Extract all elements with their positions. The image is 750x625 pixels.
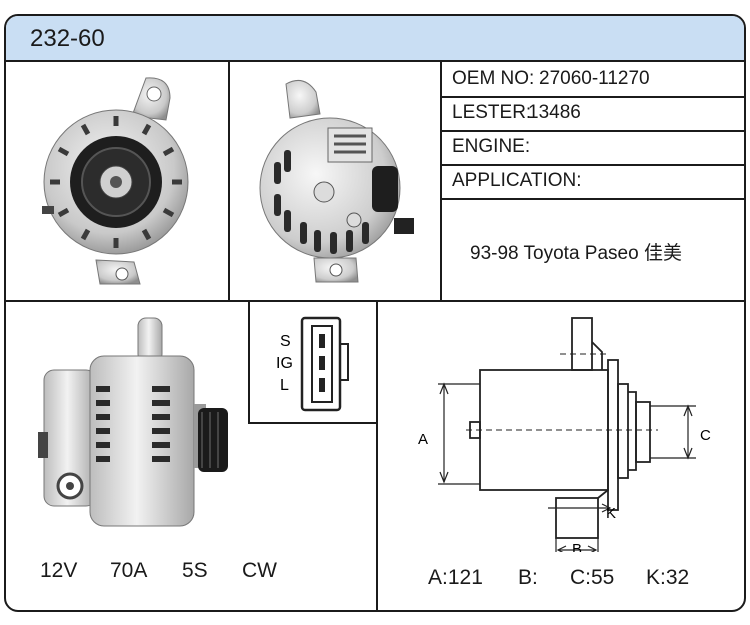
dimension-k: K:32 [646,566,690,589]
info-divider-3 [440,164,744,166]
info-divider-2 [440,130,744,132]
oem-label: OEM NO: [452,68,535,89]
pin-label-s: S [280,333,291,350]
info-divider-1 [440,96,744,98]
pin-l [319,378,325,392]
application-label: APPLICATION: [452,170,582,191]
dim-label-a: A [418,431,428,448]
dim-label-k: K [606,505,616,522]
spec-voltage: 12V [40,559,78,582]
connector-box-bottom [248,422,378,424]
alternator-side-photo [38,317,228,527]
spec-groove: 5S [182,559,208,582]
lester-value: 13486 [528,102,581,123]
pin-label-ig: IG [276,355,293,372]
product-spec-sheet: 232-60 OEM NO: 27060-11270 LESTER: 13486… [4,14,746,612]
connector-diagram: S IG L [276,316,349,412]
pin-s [319,334,325,348]
info-divider-4 [440,198,744,200]
dim-label-b: B [572,541,582,552]
application-value: 93-98 Toyota Paseo 佳美 [470,243,682,264]
lester-label: LESTER: [452,102,532,123]
alternator-rear-photo [259,79,414,283]
dimension-c: C:55 [570,566,615,589]
spec-rotation: CW [242,559,277,582]
engine-label: ENGINE: [452,136,531,157]
dimension-a: A:121 [428,566,483,589]
column-divider-3 [376,302,378,610]
spec-amperage: 70A [110,559,148,582]
pin-ig [319,356,325,370]
column-divider-2 [440,60,442,300]
column-divider-1 [228,60,230,300]
pin-label-l: L [280,377,289,394]
header-bar: 232-60 [6,16,744,62]
row-divider [6,300,744,302]
part-number: 232-60 [30,25,105,52]
alternator-front-photo [42,77,189,285]
dim-label-c: C [700,427,711,444]
dimension-drawing: A C B K [418,317,711,552]
dimension-b: B: [518,566,538,589]
connector-box-left [248,302,250,422]
oem-value: 27060-11270 [539,68,650,89]
